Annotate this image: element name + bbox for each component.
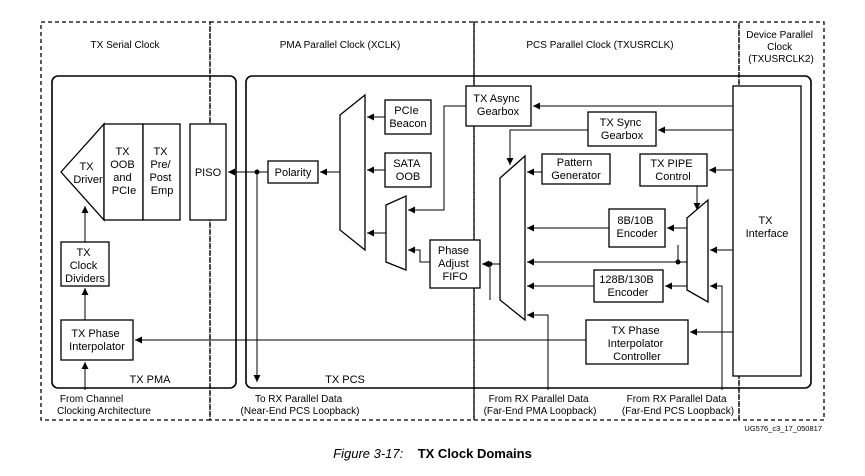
large-mux <box>339 93 366 252</box>
tx-interface-block <box>732 85 802 377</box>
tx-pre-post-emp-label: TX Pre/ Post Emp <box>149 146 174 197</box>
pcs-parallel-clock-label: PCS Parallel Clock (TXUSRCLK) <box>526 40 673 51</box>
pma-parallel-clock-label: PMA Parallel Clock (XCLK) <box>280 40 401 51</box>
tx-oob-pcie-label: TX OOB and PCIe <box>110 146 138 197</box>
encoder-128b130b-label: 128B/130B Encoder <box>599 274 657 299</box>
pattern-generator-label: Pattern Generator <box>551 157 601 182</box>
near-end-loopback-label: To RX Parallel Data (Near-End PCS Loopba… <box>241 394 360 417</box>
tx-serial-clock-domain <box>40 21 211 421</box>
tx-async-gearbox-block <box>465 85 532 127</box>
encoder-8b10b-label: 8B/10B Encoder <box>617 215 658 240</box>
tx-pma-label: TX PMA <box>130 374 172 386</box>
encoder-mux <box>686 198 709 304</box>
piso-block <box>189 123 227 221</box>
encoder-128b130b-block <box>593 269 664 303</box>
tx-phase-interpolator-label: TX Phase Interpolator <box>69 328 125 353</box>
figure-number: Figure 3-17: <box>333 446 404 461</box>
pcs-mux <box>499 154 526 322</box>
small-mux <box>385 194 407 271</box>
tx-oob-pcie-block <box>103 123 144 221</box>
tx-driver-label: TX Driver <box>73 161 103 186</box>
pattern-generator-block <box>541 153 611 185</box>
tx-pre-post-emp-block <box>142 123 181 221</box>
tx-serial-clock-label: TX Serial Clock <box>91 40 161 51</box>
device-parallel-clock-label: Device Parallel Clock (TXUSRCLK2) <box>746 30 815 65</box>
phase-adjust-fifo-block <box>429 239 481 289</box>
phase-adjust-fifo-label: Phase Adjust FIFO <box>438 245 472 283</box>
polarity-label: Polarity <box>275 167 312 179</box>
pcie-beacon-label: PCIe Beacon <box>389 105 426 130</box>
tx-sync-gearbox-label: TX Sync Gearbox <box>600 117 645 142</box>
tx-clock-domains-diagram: TX Serial Clock PMA Parallel Clock (XCLK… <box>40 21 825 433</box>
figure-title: TX Clock Domains <box>417 446 532 461</box>
tx-clock-dividers-block <box>60 241 110 287</box>
tx-pipe-control-label: TX PIPE Control <box>650 158 695 183</box>
tx-pma-region <box>51 75 237 389</box>
tx-pcs-label: TX PCS <box>325 374 365 386</box>
figure-caption: Figure 3-17: TX Clock Domains <box>0 445 865 463</box>
tx-pi-controller-block <box>585 319 689 365</box>
figure-id: UG576_c3_17_050817 <box>744 424 822 433</box>
piso-label: PISO <box>195 167 222 179</box>
tx-pcs-region <box>245 75 812 389</box>
far-end-pma-loopback-label: From RX Parallel Data (Far-End PMA Loopb… <box>484 394 597 417</box>
tx-clock-dividers-label: TX Clock Dividers <box>65 247 105 285</box>
tx-async-gearbox-label: TX Async Gearbox <box>473 93 523 118</box>
tx-pi-controller-label: TX Phase Interpolator Controller <box>608 325 667 363</box>
far-end-pcs-loopback-label: From RX Parallel Data (Far-End PCS Loopb… <box>622 394 734 417</box>
tx-interface-label: TX Interface <box>746 215 789 240</box>
tx-pipe-control-block <box>639 153 708 187</box>
sata-oob-label: SATA OOB <box>393 158 423 183</box>
channel-clocking-label: From Channel Clocking Architecture <box>57 394 151 417</box>
pcie-beacon-block <box>384 99 432 135</box>
signal-wires <box>81 102 733 390</box>
tx-sync-gearbox-block <box>587 111 657 147</box>
tx-phase-interpolator-block <box>60 319 134 361</box>
